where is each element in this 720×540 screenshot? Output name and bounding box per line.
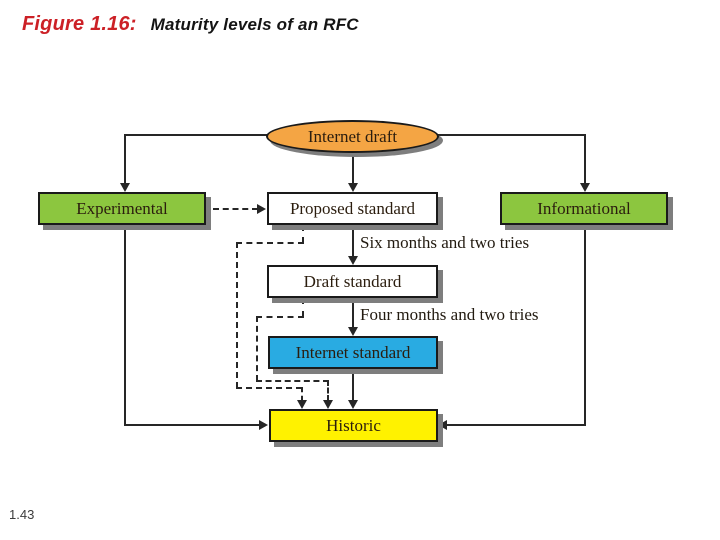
figure-caption: Maturity levels of an RFC bbox=[150, 15, 359, 34]
edge-proposed-to-draftstd bbox=[352, 225, 354, 259]
arrowhead-dashed-into-historic-2 bbox=[323, 400, 333, 409]
arrowhead-into-proposed bbox=[348, 183, 358, 192]
arrowhead-into-draftstd bbox=[348, 256, 358, 265]
node-proposed-standard: Proposed standard bbox=[267, 192, 438, 225]
node-internet-standard-label: Internet standard bbox=[295, 342, 411, 362]
edge-draftstd-historic-dashed-drop bbox=[327, 380, 329, 401]
node-experimental: Experimental bbox=[38, 192, 206, 225]
arrowhead-into-internetstd bbox=[348, 327, 358, 336]
node-internet-draft-label: Internet draft bbox=[307, 126, 398, 146]
figure-label: Figure 1.16: bbox=[22, 13, 137, 35]
node-internet-draft: Internet draft bbox=[266, 120, 439, 153]
edge-experimental-to-proposed-dashed bbox=[213, 208, 258, 210]
arrowhead-into-historic-left bbox=[259, 420, 268, 430]
edge-experimental-to-historic bbox=[124, 424, 260, 426]
edge-proposed-historic-dashed-drop bbox=[301, 387, 303, 401]
edge-informational-down bbox=[584, 225, 586, 426]
edge-proposed-historic-dashed-bottom bbox=[236, 387, 302, 389]
edge-draft-to-informational bbox=[584, 134, 586, 186]
node-historic: Historic bbox=[269, 409, 438, 442]
edge-draft-to-experimental bbox=[124, 134, 126, 186]
edge-label-four-months: Four months and two tries bbox=[360, 305, 539, 324]
edge-draftstd-historic-dashed-bottom bbox=[256, 380, 329, 382]
edge-proposed-historic-dashed-tick bbox=[302, 225, 304, 243]
slide-title: Figure 1.16: Maturity levels of an RFC bbox=[22, 13, 359, 36]
arrowhead-into-informational bbox=[580, 183, 590, 192]
node-internet-standard: Internet standard bbox=[268, 336, 438, 369]
arrowhead-dashed-into-historic-1 bbox=[297, 400, 307, 409]
node-draft-standard-label: Draft standard bbox=[303, 271, 402, 291]
node-experimental-label: Experimental bbox=[76, 198, 168, 218]
edge-experimental-down bbox=[124, 225, 126, 426]
node-draft-standard: Draft standard bbox=[267, 265, 438, 298]
arrowhead-into-historic-right bbox=[438, 420, 447, 430]
arrowhead-into-experimental bbox=[120, 183, 130, 192]
page-number: 1.43 bbox=[9, 507, 35, 522]
node-historic-label: Historic bbox=[326, 415, 381, 435]
node-informational-label: Informational bbox=[537, 198, 631, 218]
edge-draftstd-historic-dashed-top bbox=[256, 316, 304, 318]
node-proposed-standard-label: Proposed standard bbox=[289, 198, 416, 218]
edge-informational-to-historic bbox=[447, 424, 586, 426]
node-informational: Informational bbox=[500, 192, 668, 225]
edge-draftstd-historic-dashed-vertical bbox=[256, 316, 258, 381]
edge-label-six-months: Six months and two tries bbox=[360, 233, 530, 252]
edge-draft-to-proposed bbox=[352, 150, 354, 186]
edge-draftstd-historic-dashed-tick bbox=[302, 298, 304, 317]
edge-proposed-historic-dashed-vertical bbox=[236, 242, 238, 388]
edge-internetstd-to-historic bbox=[352, 369, 354, 402]
arrowhead-into-historic-center bbox=[348, 400, 358, 409]
arrowhead-into-proposed-left bbox=[257, 204, 266, 214]
edge-proposed-historic-dashed-top bbox=[236, 242, 304, 244]
edge-draftstd-to-internetstd bbox=[352, 298, 354, 330]
